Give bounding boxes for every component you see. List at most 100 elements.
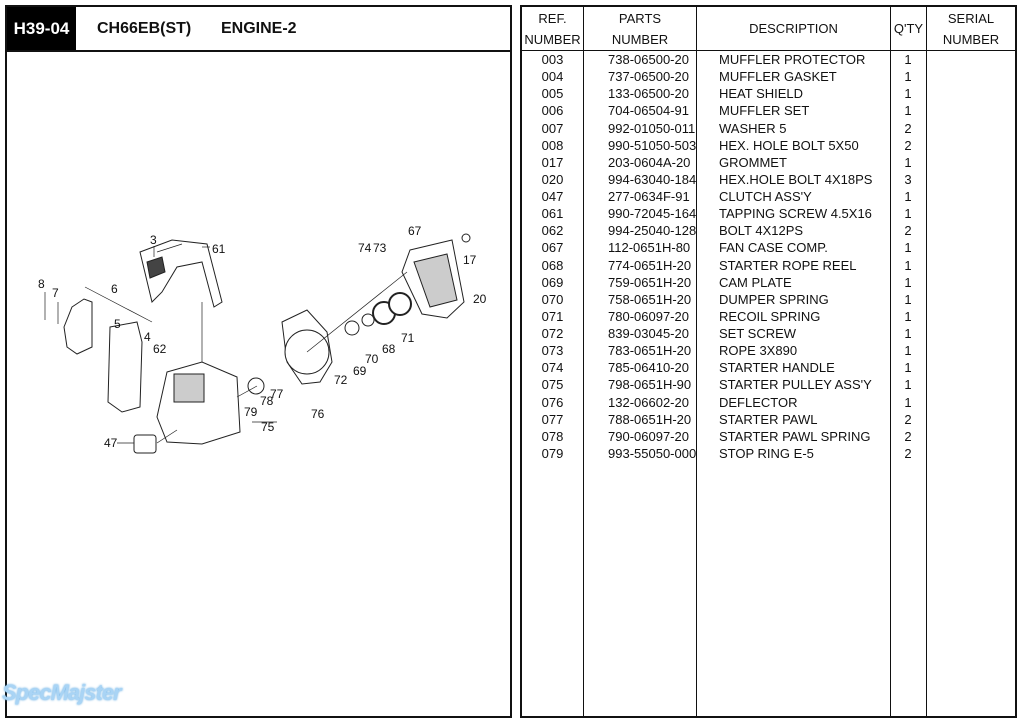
part-number: 798-0651H-90	[608, 377, 692, 393]
part-number: 994-25040-128	[608, 223, 697, 239]
description: HEX.HOLE BOLT 4X18PS	[719, 171, 873, 187]
part-number: 780-06097-20	[608, 308, 689, 324]
description: FAN CASE COMP.	[719, 240, 828, 256]
model-name: CH66EB(ST)	[97, 20, 192, 37]
quantity: 2	[904, 120, 912, 136]
quantity: 2	[904, 223, 912, 239]
header-description: DESCRIPTION	[697, 7, 890, 51]
callout-label: 7	[52, 286, 59, 300]
part-number: 133-06500-20	[608, 86, 689, 102]
ref-number: 003	[541, 52, 564, 67]
part-number: 112-0651H-80	[608, 240, 691, 256]
ref-number: 079	[541, 445, 564, 461]
description: DEFLECTOR	[719, 394, 798, 410]
heat-shield-shape	[107, 321, 143, 413]
description: ROPE 3X890	[719, 343, 798, 359]
quantity: 1	[904, 86, 912, 102]
callout-label: 73	[373, 241, 387, 255]
ref-number: 078	[541, 428, 564, 444]
description: MUFFLER PROTECTOR	[719, 52, 866, 67]
quantity: 1	[904, 360, 912, 376]
part-number: 790-06097-20	[608, 428, 689, 444]
quantity: 1	[904, 377, 912, 393]
description: CLUTCH ASS'Y	[719, 189, 812, 204]
description: CAM PLATE	[719, 274, 792, 290]
quantity: 3	[904, 171, 912, 187]
ref-number: 074	[541, 360, 564, 376]
part-number: 704-06504-91	[608, 103, 689, 119]
column-divider	[926, 7, 927, 716]
quantity: 1	[904, 343, 912, 359]
muffler-protector-shape	[63, 298, 93, 355]
callout-label: 47	[104, 436, 118, 450]
ref-number: 017	[541, 154, 564, 170]
ref-number: 007	[541, 120, 564, 136]
ref-number: 069	[541, 274, 564, 290]
ref-number: 072	[541, 326, 564, 341]
part-number: 788-0651H-20	[608, 411, 692, 427]
callout-label: 68	[382, 342, 396, 356]
callout-label: 17	[463, 253, 477, 267]
callout-label: 5	[114, 317, 121, 331]
quantity: 1	[904, 206, 912, 222]
callout-label: 67	[408, 224, 422, 238]
column-divider	[696, 7, 697, 716]
ref-number: 070	[541, 291, 564, 307]
description: RECOIL SPRING	[719, 308, 821, 324]
part-number: 738-06500-20	[608, 52, 689, 67]
callout-label: 75	[261, 420, 275, 434]
description: HEX. HOLE BOLT 5X50	[719, 137, 859, 153]
part-number: 785-06410-20	[608, 360, 689, 376]
part-number: 990-51050-503	[608, 137, 697, 153]
callout-label: 76	[311, 407, 325, 421]
ref-number: 004	[541, 69, 564, 85]
callout-label: 62	[153, 342, 167, 356]
description: STARTER PAWL	[719, 411, 818, 427]
part-number: 993-55050-000	[608, 445, 697, 461]
description: STOP RING E-5	[719, 445, 814, 461]
quantity: 1	[904, 189, 912, 204]
quantity: 1	[904, 154, 912, 170]
ref-number: 073	[541, 343, 564, 359]
description: STARTER PULLEY ASS'Y	[719, 377, 872, 393]
callout-label: 20	[473, 292, 487, 306]
callout-label: 79	[244, 405, 258, 419]
ref-number: 071	[541, 308, 564, 324]
description: MUFFLER SET	[719, 103, 810, 119]
part-number: 758-0651H-20	[608, 291, 692, 307]
callout-label: 72	[334, 373, 348, 387]
ref-number: 061	[541, 206, 564, 222]
callout-label: 78	[260, 394, 274, 408]
description: WASHER 5	[719, 120, 787, 136]
ref-number: 005	[541, 86, 564, 102]
callout-label: 6	[111, 282, 118, 296]
quantity: 1	[904, 394, 912, 410]
part-number: 774-0651H-20	[608, 257, 692, 273]
starter-pulley-shape	[247, 377, 265, 395]
description: BOLT 4X12PS	[719, 223, 804, 239]
cylinder-cover-shape	[139, 239, 223, 308]
callout-label: 61	[212, 242, 226, 256]
description: MUFFLER GASKET	[719, 69, 837, 85]
section-title: ENGINE-2	[221, 20, 297, 37]
part-number: 994-63040-184	[608, 171, 697, 187]
ref-number: 047	[541, 189, 564, 204]
